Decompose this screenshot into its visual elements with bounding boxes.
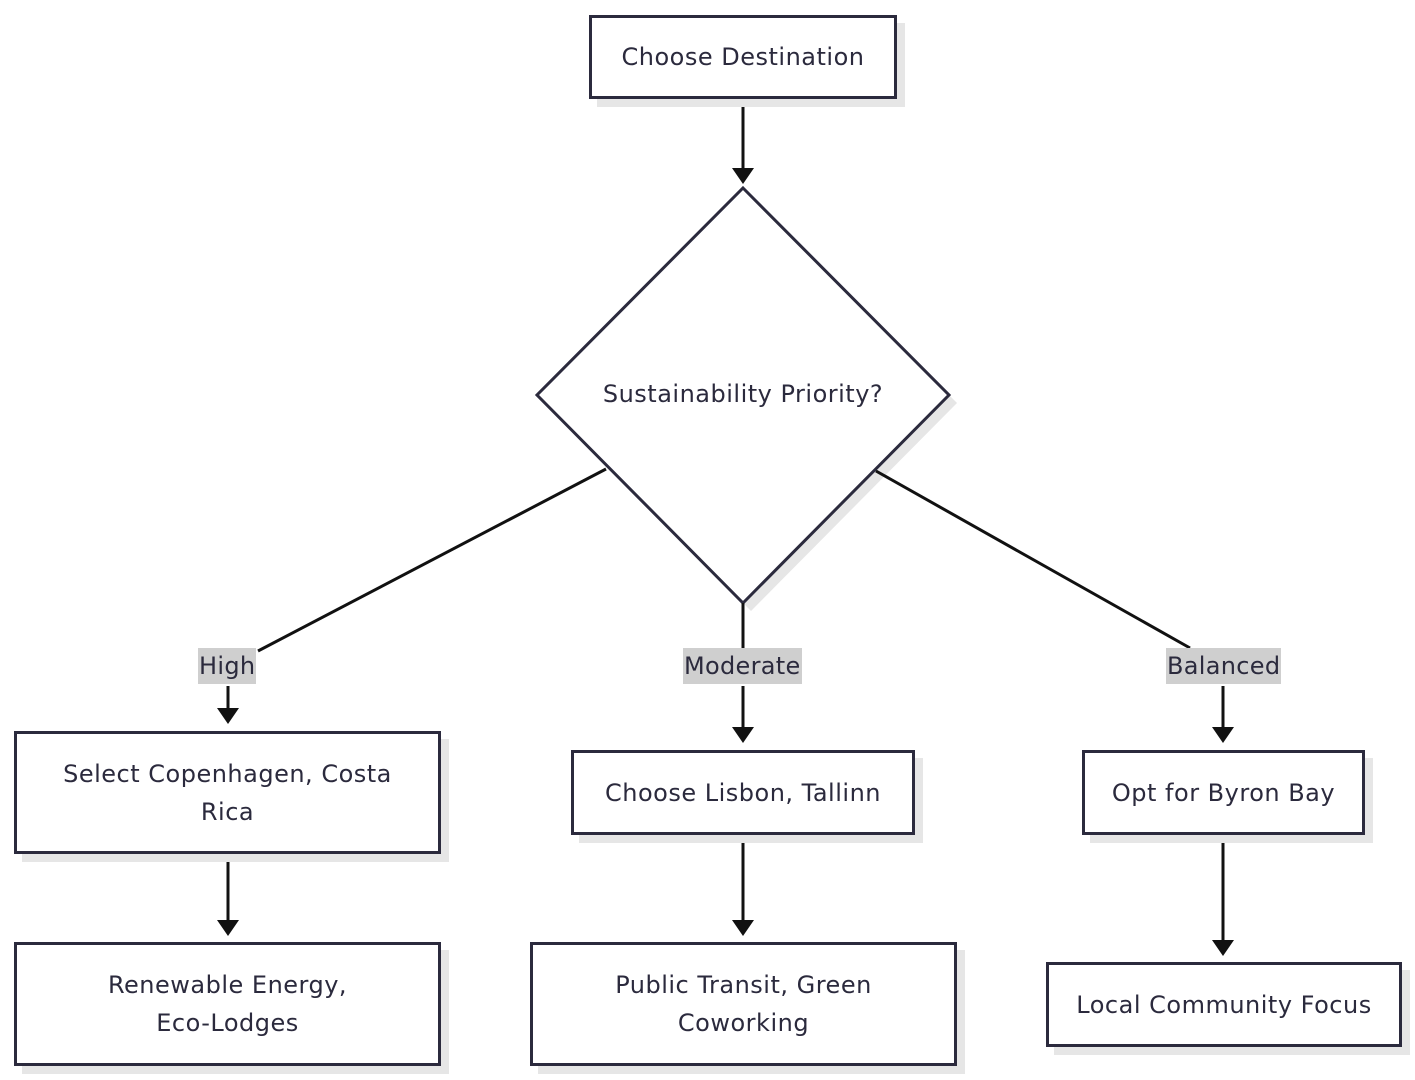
edge-decision-balanced — [875, 469, 1191, 650]
edge-label-moderate: Moderate — [683, 648, 802, 684]
arrowhead — [1212, 727, 1234, 743]
high-destination-node: Select Copenhagen, Costa Rica — [14, 731, 441, 854]
high-focus-label: Renewable Energy, Eco-Lodges — [107, 971, 348, 1037]
decision-node-label: Sustainability Priority? — [602, 380, 884, 408]
arrowhead — [1212, 940, 1234, 956]
arrowhead — [217, 708, 239, 724]
balanced-focus-node: Local Community Focus — [1046, 962, 1402, 1047]
moderate-focus-node: Public Transit, Green Coworking — [530, 942, 957, 1066]
moderate-focus-label: Public Transit, Green Coworking — [615, 971, 872, 1037]
arrowhead — [732, 727, 754, 743]
arrowhead — [732, 168, 754, 184]
edge-decision-high — [257, 467, 607, 653]
moderate-destination-node: Choose Lisbon, Tallinn — [571, 750, 915, 835]
start-node-label: Choose Destination — [621, 43, 865, 71]
moderate-destination-label: Choose Lisbon, Tallinn — [605, 778, 881, 807]
arrowhead — [217, 920, 239, 936]
balanced-focus-label: Local Community Focus — [1076, 990, 1372, 1019]
edge-label-high: High — [198, 648, 257, 684]
high-focus-node: Renewable Energy, Eco-Lodges — [14, 942, 441, 1066]
edge-label-balanced: Balanced — [1166, 648, 1282, 684]
start-node: Choose Destination — [589, 15, 897, 99]
high-destination-label: Select Copenhagen, Costa Rica — [63, 759, 392, 826]
balanced-destination-node: Opt for Byron Bay — [1082, 750, 1365, 835]
balanced-destination-label: Opt for Byron Bay — [1111, 778, 1336, 807]
arrowhead — [732, 920, 754, 936]
